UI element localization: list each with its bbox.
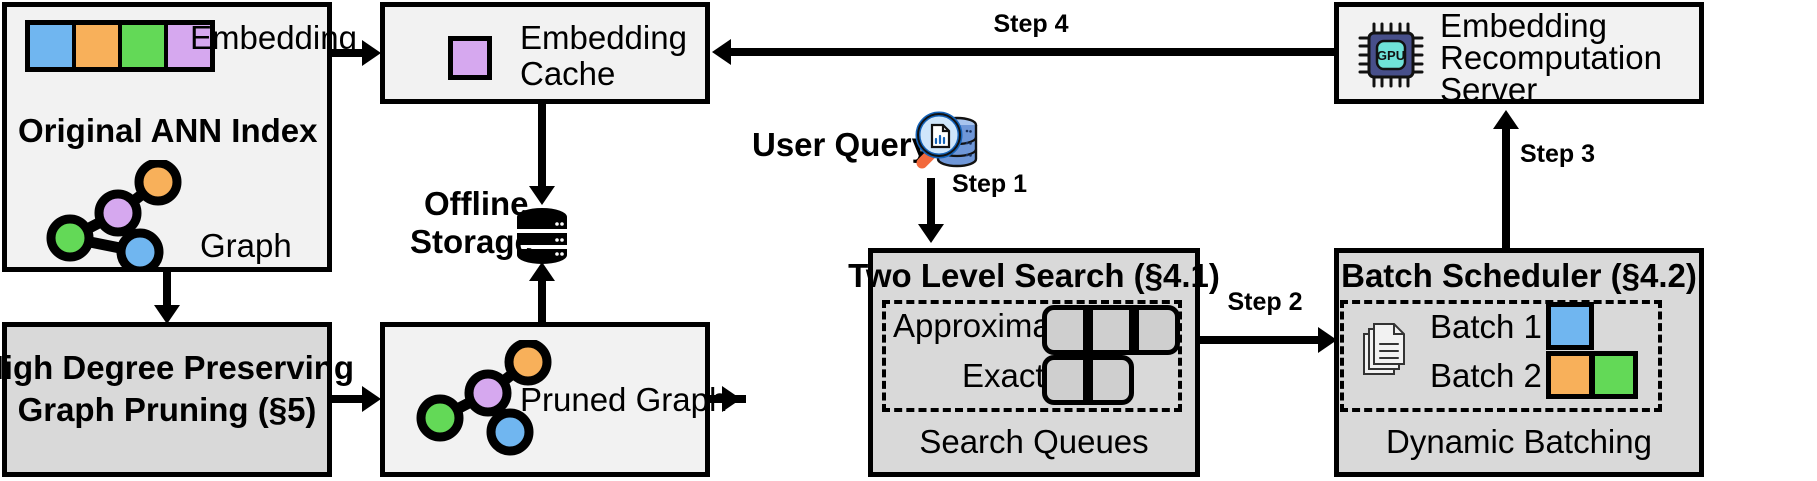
- batch-2-item-orange: [1546, 351, 1594, 399]
- arrow-server-to-cache-head: [712, 39, 731, 65]
- approximate-queue-slots[interactable]: [1042, 305, 1180, 355]
- original-ann-index-title: Original ANN Index: [18, 112, 318, 149]
- search-queues-group: [882, 300, 1182, 412]
- queue-slot[interactable]: [1134, 305, 1180, 355]
- two-level-search-panel: [868, 248, 1200, 477]
- step3-label: Step 3: [1520, 140, 1596, 168]
- exact-queue-slots[interactable]: [1042, 355, 1134, 405]
- embedding-cell-blue: [30, 25, 76, 67]
- dynamic-batching-footer: Dynamic Batching: [1386, 423, 1652, 460]
- user-query-label: User Query: [752, 126, 930, 163]
- batch-2-item-green: [1590, 351, 1638, 399]
- recomputation-server-line3: Server: [1440, 71, 1538, 108]
- graph-label: Graph: [200, 227, 292, 264]
- embedding-cache-line1: Embedding: [520, 19, 687, 56]
- magnifier-over-database-icon: [915, 111, 978, 169]
- step2-label: Step 2: [1227, 288, 1303, 316]
- two-level-search-title: Two Level Search (§4.1): [848, 257, 1220, 294]
- dynamic-batching-group: [1340, 300, 1662, 412]
- arrow-pruned-to-storage-line: [538, 278, 546, 322]
- arrow-index-to-cache-line: [332, 49, 368, 57]
- batch-1-label: Batch 1: [1430, 308, 1542, 345]
- graph-pruning-line1: High Degree Preserving: [0, 349, 355, 386]
- arrow-search-to-scheduler-head: [1318, 327, 1337, 353]
- gpu-chip-icon: GPU: [1358, 22, 1424, 88]
- arrow-query-to-search-line: [927, 178, 935, 230]
- recomputation-server-line1: Embedding: [1440, 7, 1607, 44]
- offline-storage-line1: Offline: [424, 185, 529, 222]
- embedding-cell-purple: [168, 25, 210, 67]
- embedding-strip: [25, 20, 215, 72]
- embedding-cache-line2: Cache: [520, 55, 616, 92]
- arrow-index-to-pruning-head: [154, 305, 180, 324]
- batch-2-label: Batch 2: [1430, 357, 1542, 394]
- arrow-cache-to-storage-line: [538, 104, 546, 192]
- search-queues-footer: Search Queues: [919, 423, 1149, 460]
- gpu-chip-icon-text: GPU: [1377, 48, 1405, 63]
- embedding-cache-panel: [380, 2, 710, 104]
- offline-storage-line2: Storage: [410, 223, 533, 260]
- step1-label: Step 1: [952, 170, 1028, 198]
- arrow-pruned-to-storage-head: [529, 262, 555, 281]
- database-cylinder-icon: [517, 208, 567, 264]
- step4-label: Step 4: [993, 10, 1069, 38]
- pruned-graph-label: Pruned Graph: [520, 381, 728, 418]
- embedding-cache-swatch: [448, 36, 492, 80]
- queue-slot[interactable]: [1088, 305, 1134, 355]
- pruned-graph-icon: [416, 340, 552, 456]
- arrow-search-to-scheduler-line: [1200, 336, 1330, 344]
- graph-pruning-line2: Graph Pruning (§5): [17, 391, 317, 428]
- queue-slot[interactable]: [1042, 355, 1088, 405]
- arrow-scheduler-to-server-head: [1493, 110, 1519, 129]
- arrow-scheduler-to-server-line: [1502, 126, 1510, 248]
- arrow-cache-to-storage-head: [529, 186, 555, 205]
- exact-row-label: Exact: [962, 357, 1045, 394]
- original-graph-icon: [46, 160, 182, 270]
- embedding-label: Embedding: [190, 19, 357, 56]
- arrow-pruning-to-pruned-line: [332, 395, 368, 403]
- batch-1-item-blue: [1546, 302, 1594, 350]
- arrow-query-to-search-head: [918, 224, 944, 243]
- arrow-index-to-cache-head: [362, 40, 381, 66]
- arrow-index-to-pruning-line: [163, 272, 171, 310]
- recomputation-server-line2: Recomputation: [1440, 39, 1662, 76]
- arrow-pruned-to-search-head: [722, 386, 741, 412]
- queue-slot[interactable]: [1088, 355, 1134, 405]
- documents-stack-icon: [1363, 323, 1405, 375]
- graph-pruning-panel: [2, 322, 332, 477]
- arrow-pruning-to-pruned-head: [362, 386, 381, 412]
- embedding-cell-green: [122, 25, 168, 67]
- arrow-server-to-cache-line: [728, 48, 1334, 56]
- embedding-cell-orange: [76, 25, 122, 67]
- batch-scheduler-title: Batch Scheduler (§4.2): [1341, 257, 1697, 294]
- queue-slot[interactable]: [1042, 305, 1088, 355]
